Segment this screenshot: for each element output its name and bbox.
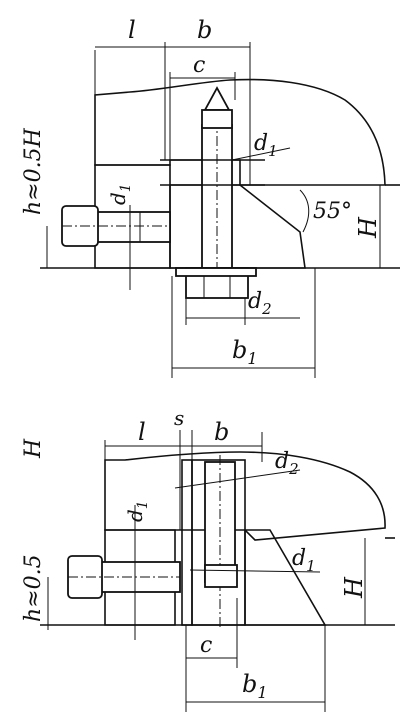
top-label-b: b <box>197 16 212 44</box>
top-label-angle: 55° <box>313 199 352 224</box>
bottom-label-d1-left: d1 <box>123 500 151 522</box>
top-figure: l b c d1 d1 55° H h≈0.5H d2 b1 <box>21 16 400 378</box>
bottom-nut <box>204 564 238 588</box>
top-left-screw <box>94 211 171 243</box>
bottom-label-H: H <box>340 576 368 599</box>
bottom-upper-body <box>104 451 386 541</box>
bottom-label-b: b <box>214 418 229 446</box>
bottom-dovetail-block <box>244 529 327 626</box>
top-label-c: c <box>193 53 205 78</box>
bottom-label-b1: b1 <box>242 670 268 702</box>
top-label-d2: d2 <box>248 289 272 318</box>
top-upper-body <box>94 78 386 186</box>
top-dovetail-block <box>169 184 306 269</box>
bottom-label-s: s <box>174 406 184 430</box>
bottom-figure: l s b d2 d1 d1 H h≈0.5 H c b1 <box>21 406 395 712</box>
top-label-d1-right: d1 <box>254 131 278 160</box>
top-bolt-tip <box>203 86 231 111</box>
bottom-label-h-H: H <box>21 438 46 459</box>
top-label-h: h≈0.5H <box>21 127 46 215</box>
bottom-label-l: l <box>138 418 146 446</box>
top-label-l: l <box>128 16 136 44</box>
bottom-label-h: h≈0.5 <box>21 554 46 622</box>
top-label-d1-left: d1 <box>106 183 134 205</box>
top-label-H: H <box>354 216 382 239</box>
bottom-label-c: c <box>200 633 212 658</box>
bottom-label-d1-right: d1 <box>292 546 316 575</box>
bottom-gib-strip <box>181 459 193 626</box>
bottom-label-d2: d2 <box>275 449 299 478</box>
top-label-b1: b1 <box>232 336 258 368</box>
